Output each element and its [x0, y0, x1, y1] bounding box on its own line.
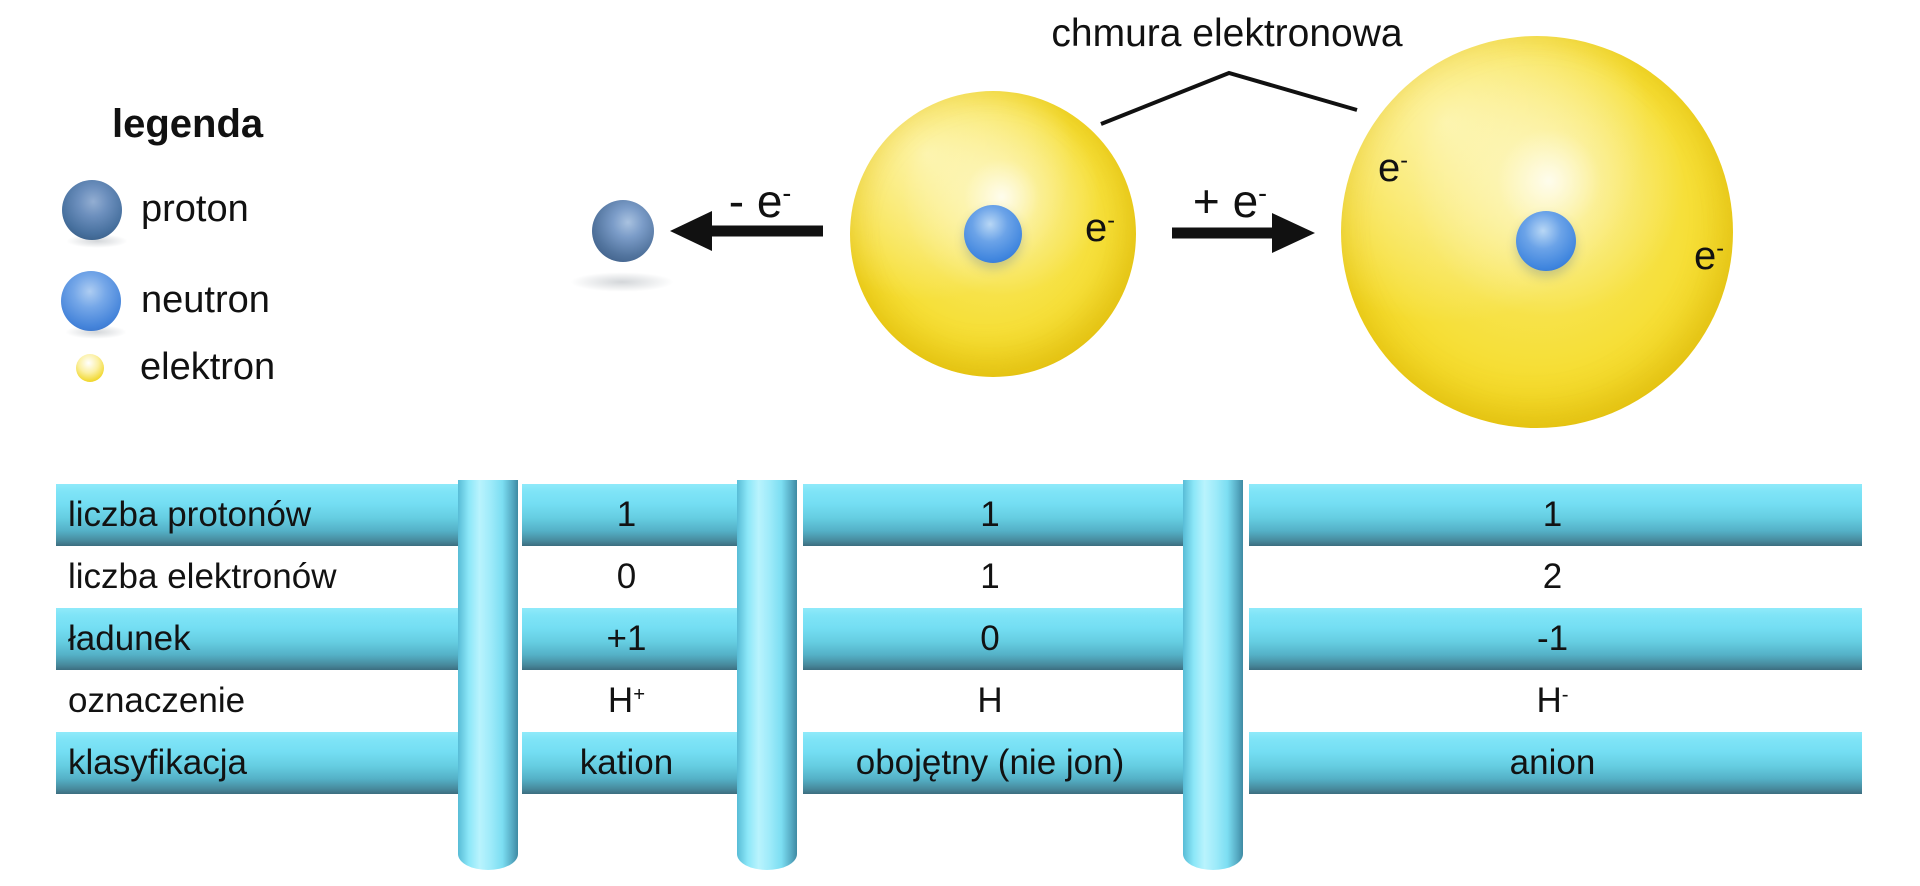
legend-title: legenda: [112, 102, 264, 146]
table-row-band: [56, 484, 465, 546]
remove-electron-label: - e-: [712, 164, 807, 234]
cell-value: obojętny (nie jon): [855, 743, 1125, 782]
table-row-band: [1249, 608, 1862, 670]
table-row-band: [522, 608, 745, 670]
electron-symbol-sup: -: [782, 178, 792, 209]
cell-value: 1: [980, 495, 1000, 534]
table-row-band: [522, 484, 745, 546]
free-proton-shadow: [570, 272, 674, 292]
free-proton-sphere: [592, 200, 654, 262]
neutral-atom-nucleus: [964, 205, 1022, 263]
table-row-band: [1249, 732, 1862, 794]
symbol-base: H: [1536, 681, 1562, 720]
cell-value: 0: [616, 557, 637, 596]
table-row-band: [56, 608, 465, 670]
table-row-band: [803, 732, 1190, 794]
table-row-band: [1249, 484, 1862, 546]
table-row-band: [56, 732, 465, 794]
cell-value: 2: [1542, 557, 1563, 596]
electron-symbol: e: [756, 175, 783, 227]
cell-value: H+: [516, 670, 737, 732]
legend-label-elektron: elektron: [140, 346, 276, 388]
cell-value: +1: [606, 619, 647, 658]
electron-symbol-sup: -: [1258, 178, 1268, 209]
symbol-sup: +: [633, 683, 646, 706]
proton-ball: [62, 180, 122, 240]
anion-nucleus: [1516, 211, 1576, 271]
cell-value: H: [797, 670, 1183, 732]
cell-value: kation: [579, 743, 674, 782]
row-label: liczba protonów: [68, 495, 312, 534]
column-divider-bar: [458, 480, 518, 870]
remove-electron-arrow: [670, 211, 823, 251]
table-row-band: [803, 484, 1190, 546]
table-row-band: [803, 608, 1190, 670]
cell-value: 1: [980, 557, 1000, 596]
electron-symbol: e: [1378, 146, 1401, 190]
row-label: liczba elektronów: [68, 557, 337, 596]
symbol-base: H: [977, 681, 1003, 720]
cloud-label: chmura elektronowa: [1051, 12, 1403, 55]
cell-value: 0: [980, 619, 1000, 658]
cell-value: -1: [1536, 619, 1569, 658]
add-electron-arrow: [1172, 213, 1315, 253]
electron-symbol: e: [1232, 175, 1259, 227]
cell-value: H-: [1243, 670, 1862, 732]
electron-symbol: e: [1085, 206, 1108, 250]
electron-ball: [76, 354, 104, 382]
electron-symbol-sup: -: [1107, 207, 1115, 234]
column-divider-bar: [1183, 480, 1243, 870]
row-label: ładunek: [68, 619, 191, 658]
row-label: klasyfikacja: [68, 743, 247, 782]
add-electron-label: + e-: [1176, 164, 1284, 234]
cell-value: 1: [616, 495, 637, 534]
column-divider-bar: [737, 480, 797, 870]
table-row-band: [522, 732, 745, 794]
cloud-pointer-line: [1100, 70, 1358, 126]
symbol-base: H: [607, 681, 634, 720]
cell-value: anion: [1509, 743, 1596, 782]
cell-value: 1: [1542, 495, 1563, 534]
electron-symbol-sup: -: [1400, 147, 1408, 174]
plus-sign: +: [1192, 175, 1233, 227]
row-label: oznaczenie: [68, 681, 246, 720]
neutron-ball: [61, 271, 121, 331]
legend-label-neutron: neutron: [141, 279, 270, 321]
electron-symbol: e: [1694, 234, 1717, 278]
symbol-sup: -: [1561, 683, 1569, 706]
electron-symbol-sup: -: [1716, 235, 1724, 262]
legend-label-proton: proton: [141, 188, 249, 230]
minus-sign: -: [728, 175, 757, 227]
